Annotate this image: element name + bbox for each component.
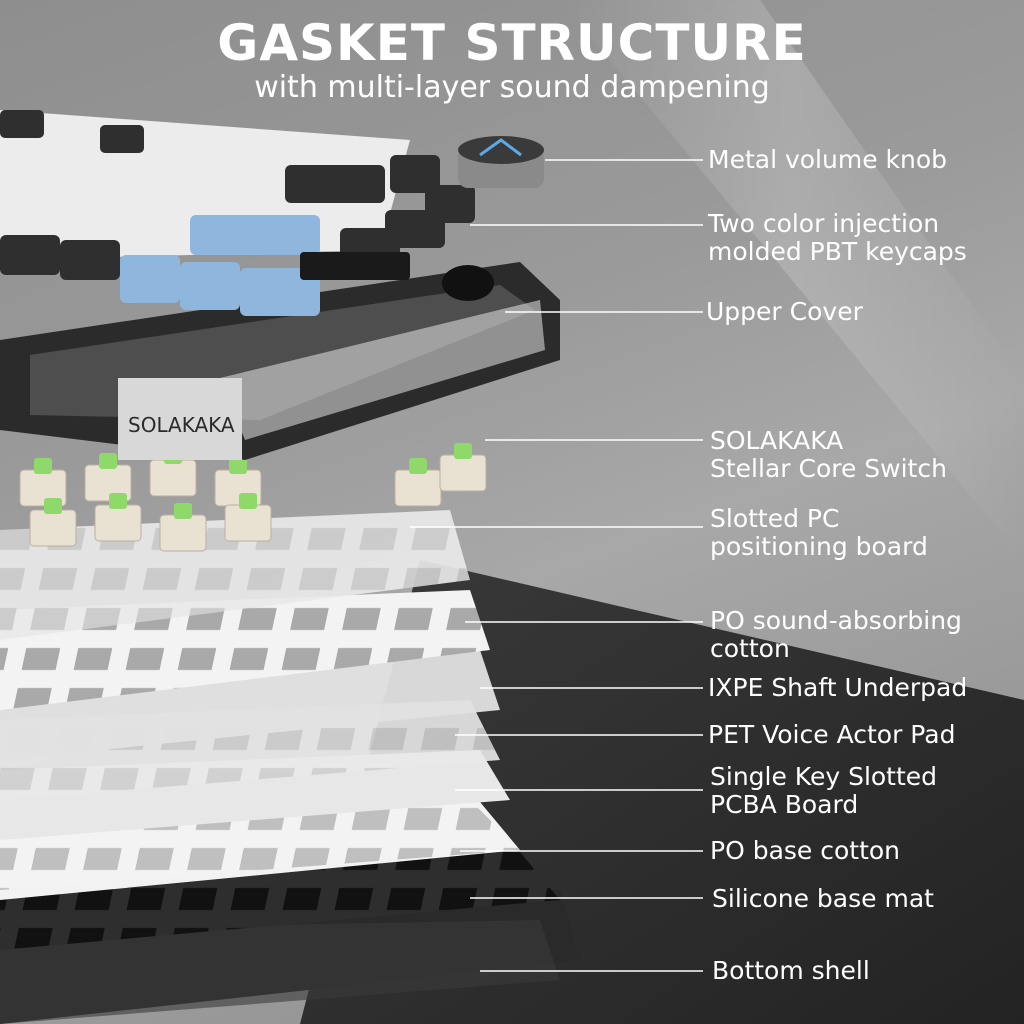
label-line: Single Key Slotted (710, 762, 938, 791)
label-upper-cover: Upper Cover (706, 298, 863, 326)
label-volume-knob: Metal volume knob (708, 146, 947, 174)
leader-lines (410, 159, 703, 972)
label-silicone: Silicone base mat (712, 885, 934, 913)
label-switch: SOLAKAKA Stellar Core Switch (710, 427, 947, 483)
display-screen (300, 252, 410, 280)
pc-positioning-board (0, 510, 470, 640)
label-ixpe: IXPE Shaft Underpad (708, 674, 967, 702)
label-line: PET Voice Actor Pad (708, 720, 956, 749)
page-subtitle: with multi-layer sound dampening (254, 70, 770, 105)
label-line: PCBA Board (710, 790, 859, 819)
label-line: molded PBT keycaps (708, 237, 967, 266)
keycaps (0, 110, 475, 316)
label-line: Slotted PC (710, 504, 840, 533)
label-line: cotton (710, 634, 790, 663)
label-line: PO sound-absorbing (710, 606, 962, 635)
label-line: SOLAKAKA (710, 426, 844, 455)
label-po-cotton: PO sound-absorbing cotton (710, 607, 962, 663)
upper-cover: SOLAKAKA (0, 262, 560, 460)
label-pet: PET Voice Actor Pad (708, 721, 955, 749)
volume-knob (458, 136, 544, 188)
label-pcba: Single Key Slotted PCBA Board (710, 763, 937, 819)
page-title: GASKET STRUCTURE (217, 14, 807, 72)
label-line: Metal volume knob (708, 145, 948, 174)
label-line: Bottom shell (712, 956, 870, 985)
brand-plate: SOLAKAKA (128, 413, 235, 437)
label-line: Stellar Core Switch (710, 454, 947, 483)
label-bottom-shell: Bottom shell (712, 957, 870, 985)
label-line: Silicone base mat (712, 884, 934, 913)
label-pc-board: Slotted PC positioning board (710, 505, 928, 561)
label-keycaps: Two color injection molded PBT keycaps (708, 210, 967, 266)
label-line: IXPE Shaft Underpad (708, 673, 968, 702)
label-line: Upper Cover (706, 297, 863, 326)
label-po-base: PO base cotton (710, 837, 900, 865)
label-line: positioning board (710, 532, 928, 561)
switch-array (19, 443, 487, 552)
label-line: Two color injection (708, 209, 940, 238)
label-line: PO base cotton (710, 836, 901, 865)
